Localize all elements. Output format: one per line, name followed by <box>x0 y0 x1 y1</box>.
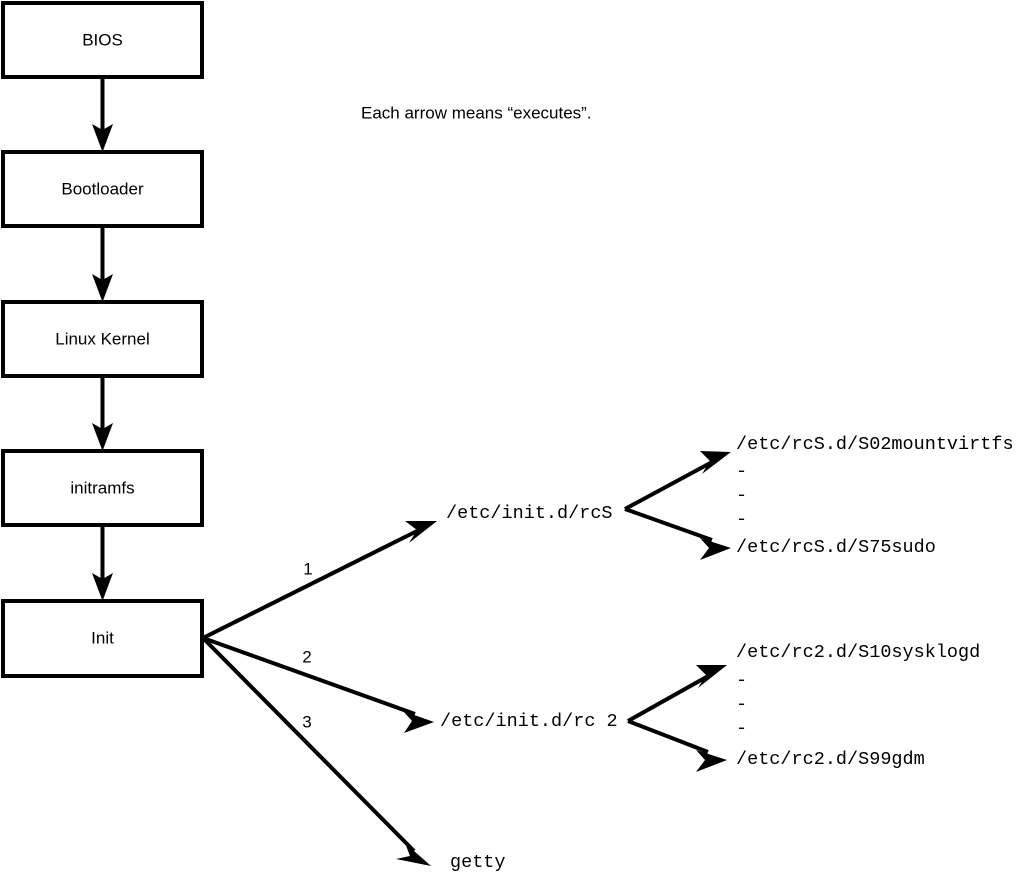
rc2-script-last: /etc/rc2.d/S99gdm <box>736 749 925 770</box>
bios-box[interactable] <box>1 1 204 79</box>
rc2-ellipsis-dash-1: - <box>736 670 747 691</box>
edge-number-3: 3 <box>302 712 311 731</box>
initramfs-label: initramfs <box>70 478 134 497</box>
arrow-bootloader-to-kernel <box>92 226 113 302</box>
stage-bios[interactable]: BIOS <box>1 1 204 79</box>
rcs-ellipsis-dash-2: - <box>736 485 747 506</box>
arrowhead-icon <box>696 750 727 772</box>
rc2-ellipsis-dash-3: - <box>736 718 747 739</box>
rc2-script-first: /etc/rc2.d/S10sysklogd <box>736 642 980 663</box>
branch-label-rc2: /etc/init.d/rc 2 <box>440 711 618 732</box>
init-label: Init <box>91 628 114 647</box>
legend-note: Each arrow means “executes”. <box>361 103 592 122</box>
rcs-ellipsis-dash-1: - <box>736 461 747 482</box>
arrow-rc2-to-first-script <box>627 665 727 723</box>
linux-kernel-label: Linux Kernel <box>55 329 150 348</box>
branch-label-rcs: /etc/init.d/rcS <box>446 503 613 524</box>
bios-label: BIOS <box>82 30 123 49</box>
arrow-kernel-to-initramfs <box>92 376 113 451</box>
arrowhead-icon <box>92 573 113 601</box>
arrowhead-icon <box>700 451 731 474</box>
rcs-script-first: /etc/rcS.d/S02mountvirtfs <box>736 434 1014 455</box>
stage-linux-kernel[interactable]: Linux Kernel <box>1 300 204 378</box>
arrowhead-icon <box>700 538 731 560</box>
rcs-ellipsis-dash-3: - <box>736 509 747 530</box>
bootloader-label: Bootloader <box>61 179 144 198</box>
arrowhead-icon <box>403 711 434 733</box>
arrow-bios-to-bootloader <box>92 77 113 152</box>
arrowhead-icon <box>696 665 727 688</box>
stage-bootloader[interactable]: Bootloader <box>1 150 204 228</box>
edge-number-1: 1 <box>303 559 312 578</box>
arrowhead-icon <box>405 521 437 543</box>
arrow-rcs-to-first-script <box>624 451 731 511</box>
branch-label-getty: getty <box>450 852 506 873</box>
rcs-script-last: /etc/rcS.d/S75sudo <box>736 537 936 558</box>
stage-initramfs[interactable]: initramfs <box>1 449 204 527</box>
arrow-initramfs-to-init <box>92 525 113 601</box>
stage-init[interactable]: Init <box>1 599 204 678</box>
arrow-rcs-to-last-script <box>624 507 731 560</box>
arrowhead-icon <box>92 274 113 302</box>
arrowhead-icon <box>92 124 113 152</box>
rc2-ellipsis-dash-2: - <box>736 694 747 715</box>
arrow-init-to-getty <box>201 636 431 866</box>
arrow-init-to-rc2 <box>202 636 434 733</box>
arrow-init-to-rcs <box>202 521 437 640</box>
initramfs-box[interactable] <box>1 449 204 527</box>
arrowhead-icon <box>396 843 431 866</box>
arrow-rc2-to-last-script <box>627 719 727 772</box>
edge-number-2: 2 <box>302 647 311 666</box>
arrowhead-icon <box>92 423 113 451</box>
